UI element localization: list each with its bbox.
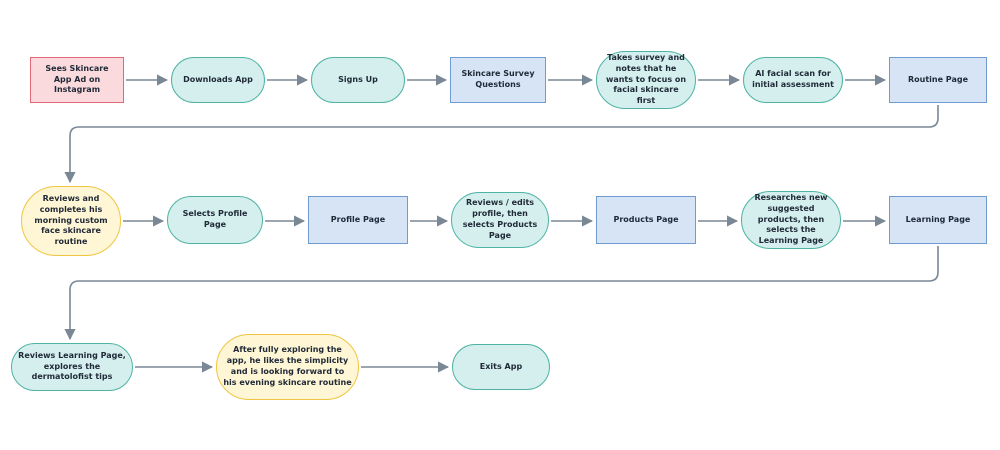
step-label: After fully exploring the app, he likes … — [223, 345, 352, 387]
step-ai-facial-scan: AI facial scan for initial assessment — [743, 57, 843, 103]
step-selects-profile: Selects Profile Page — [167, 196, 263, 244]
edge-learning-to-reviews — [64, 246, 939, 341]
step-label: Reviews / edits profile, then selects Pr… — [462, 198, 538, 240]
step-profile-page: Profile Page — [308, 196, 408, 244]
step-label: Products Page — [613, 214, 679, 224]
step-edits-profile: Reviews / edits profile, then selects Pr… — [451, 192, 549, 248]
step-takes-survey: Takes survey and notes that he wants to … — [596, 51, 696, 109]
step-label: Takes survey and notes that he wants to … — [605, 53, 687, 106]
step-exits-app: Exits App — [452, 344, 550, 390]
step-label: Downloads App — [183, 74, 253, 84]
edge-routine-to-completes — [64, 105, 939, 184]
step-label: Exits App — [479, 361, 523, 371]
step-downloads-app: Downloads App — [171, 57, 265, 103]
step-sees-ad: Sees Skincare App Ad on Instagram — [30, 57, 124, 103]
step-survey-questions: Skincare Survey Questions — [450, 57, 546, 103]
step-label: Routine Page — [907, 74, 969, 84]
step-label: Signs Up — [338, 74, 378, 84]
step-label: Learning Page — [905, 214, 971, 224]
step-label: Sees Skincare App Ad on Instagram — [45, 63, 109, 95]
step-reviews-learning: Reviews Learning Page, explores the derm… — [11, 343, 133, 391]
step-label: Reviews and completes his morning custom… — [34, 194, 108, 247]
step-explored-app: After fully exploring the app, he likes … — [216, 334, 359, 400]
step-signs-up: Signs Up — [311, 57, 405, 103]
step-label: Skincare Survey Questions — [461, 69, 535, 89]
step-products-page: Products Page — [596, 196, 696, 244]
step-label: Selects Profile Page — [182, 209, 248, 229]
step-completes-routine: Reviews and completes his morning custom… — [21, 186, 121, 256]
step-learning-page: Learning Page — [889, 196, 987, 244]
step-label: Profile Page — [330, 214, 386, 224]
step-label: Researches new suggested products, then … — [754, 193, 828, 246]
step-label: Reviews Learning Page, explores the derm… — [18, 350, 126, 382]
step-routine-page: Routine Page — [889, 57, 987, 103]
step-label: AI facial scan for initial assessment — [752, 69, 834, 89]
step-researches-products: Researches new suggested products, then … — [741, 191, 841, 249]
